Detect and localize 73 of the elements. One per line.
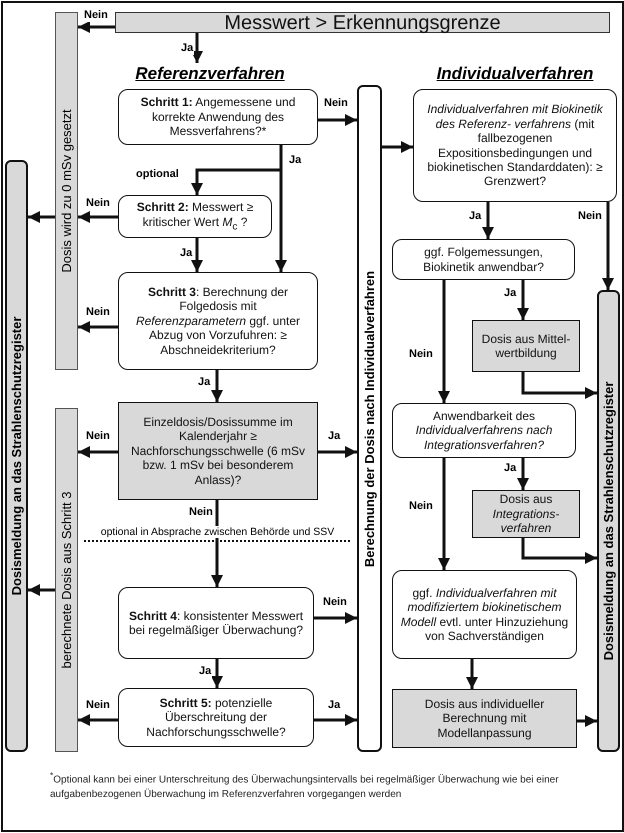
arrow	[78, 321, 118, 333]
node-text: Schritt 2: Messwert ≥ kritischer Wert M$_{c}$ ?	[136, 200, 254, 233]
section-heading: Individualverfahren	[436, 63, 594, 85]
arrow	[78, 211, 118, 223]
edge-label: Ja	[198, 665, 212, 678]
arrow	[78, 714, 118, 726]
node-text: Dosis aus Integrations- verfahren	[492, 492, 560, 536]
arrow	[577, 715, 597, 727]
arrow	[211, 659, 223, 688]
decision-box	[413, 89, 617, 202]
node-text: Schritt 1: Angemessene und korrekte Anwendung des Messverfahrens?*	[140, 95, 296, 139]
decision-box	[392, 403, 576, 458]
node-text: Individualverfahren mit Biokinetik des Referenz- verfahrens (mit fallbezogenen Expositionsbedingungen und biokinetischen Standarddaten): ≥ Grenzwert?	[426, 102, 604, 189]
decision-box	[118, 688, 314, 747]
arrow	[382, 141, 413, 153]
arrow	[78, 21, 115, 33]
arrow	[191, 145, 282, 195]
arrow	[318, 446, 357, 458]
vertical-label: Dosismeldung an das Strahlenschutzregister	[601, 382, 616, 660]
vertical-label: Berechnung der Dosis nach Individualverfahren	[362, 270, 377, 567]
register-bar	[597, 290, 620, 752]
arrow	[602, 202, 614, 290]
edge-label: optional	[135, 168, 180, 182]
arrow	[28, 211, 55, 223]
node-text: Dosis aus individueller Berechnung mit Modellanpassung	[424, 696, 546, 740]
vertical-label: Dosismeldung an das Strahlenschutzregister	[9, 316, 24, 596]
decision-box	[118, 195, 272, 238]
arrow	[318, 114, 357, 126]
node-text: Einzeldosis/Dosissumme im Kalenderjahr ≥ Nachforschungsschwelle (6 mSv bzw. 1 mSv bei besonderem Anlass)?	[130, 415, 306, 487]
arrow	[438, 458, 450, 570]
node-text: Schritt 3: Berechnung der Folgedosis mit Referenzparametern ggf. unter Abzug von Vorzufuhren: ≥ Abschneidekriterium?	[134, 285, 302, 357]
condition-bar	[115, 12, 610, 33]
node-text: Schritt 4: konsistenter Messwert bei regelmäßiger Überwachung?	[128, 608, 304, 638]
decision-box	[118, 402, 318, 500]
node-text: ggf. Individualverfahren mit modifiziertem biokinetischem Modell evtl. unter Hinzuziehung von Sachverständigen	[400, 586, 570, 644]
arrow	[517, 280, 529, 320]
arrow	[522, 372, 597, 399]
decision-box	[118, 89, 318, 145]
node-text: Messwert > Erkennungsgrenze	[224, 10, 501, 34]
node-text: Dosis aus Mittel- wertbildung	[480, 332, 572, 360]
arrow	[517, 458, 529, 490]
arrow	[314, 612, 357, 624]
section-heading: Referenzverfahren	[125, 63, 295, 85]
result-box	[472, 490, 580, 538]
decision-box	[118, 587, 314, 659]
process-box	[392, 570, 577, 659]
node-text: Schritt 5: potenzielle Überschreitung der Nachforschungsschwelle?	[145, 696, 287, 740]
process-bar	[357, 85, 382, 752]
arrow	[211, 500, 223, 587]
vertical-label: Dosis wird zu 0 mSv gesetzt	[59, 109, 74, 273]
arrow	[211, 370, 223, 402]
arrow	[522, 538, 597, 564]
arrow	[28, 584, 55, 596]
decision-box	[392, 239, 575, 280]
decision-box	[118, 272, 318, 370]
result-box	[472, 320, 580, 372]
arrow	[314, 714, 357, 726]
arrow	[482, 202, 494, 239]
node-text: ggf. Folgemessungen, Biokinetik anwendbar?	[422, 245, 545, 274]
side-bar	[55, 12, 78, 370]
footnote: $^{*}$Optional kann bei einer Unterschreitung des Überwachungsintervalls bei regelmäßiger Überwachung wie bei einer aufgabenbezogenen Überwachung im Referenzverfahren vorgegangen werden	[50, 769, 560, 802]
arrow	[191, 238, 203, 272]
node-text: Anwendbarkeit des Individualverfahrens nach Integrationsverfahren?	[414, 408, 554, 452]
arrow	[191, 33, 203, 63]
vertical-label: berechnete Dosis aus Schritt 3	[59, 491, 74, 669]
arrow	[438, 280, 450, 403]
arrow	[78, 446, 118, 458]
register-bar	[5, 160, 28, 752]
side-bar	[55, 408, 78, 752]
arrow	[466, 659, 478, 689]
edge-label: Ja	[180, 42, 194, 56]
edge-label: Nein	[83, 9, 109, 22]
result-box	[392, 689, 577, 748]
